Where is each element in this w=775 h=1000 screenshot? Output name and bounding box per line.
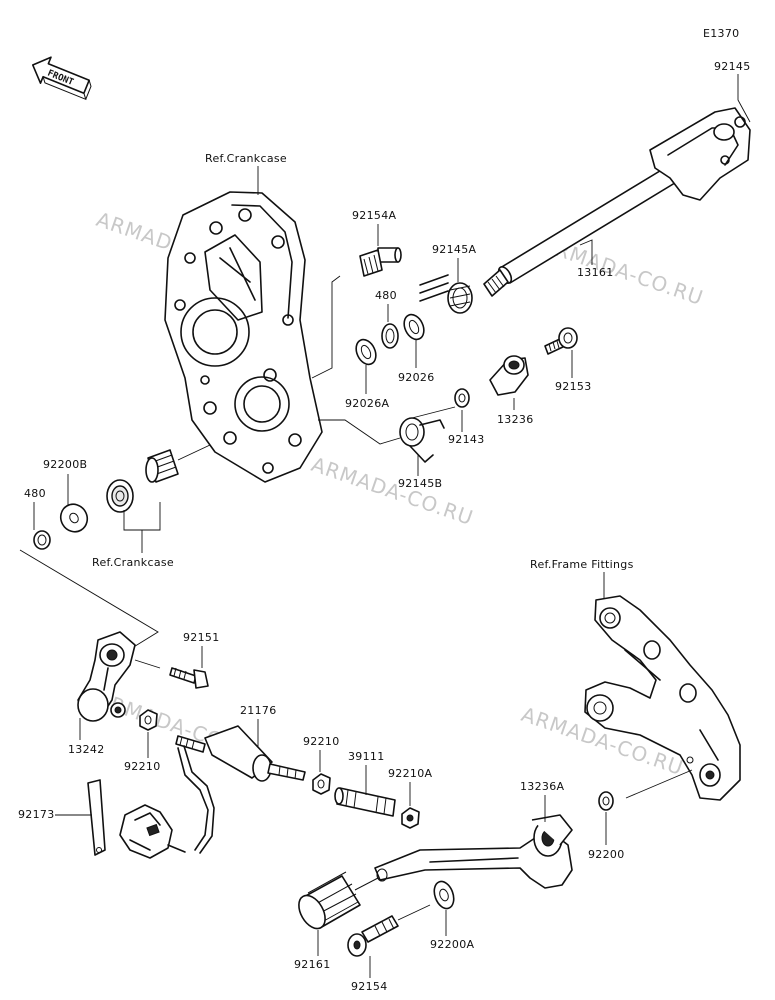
ring-480-top	[381, 323, 399, 349]
part-label-13242: 13242	[68, 743, 105, 756]
clamp-92173	[87, 779, 106, 856]
frame-fittings	[584, 595, 741, 801]
diagram-code: E1370	[703, 27, 739, 40]
shift-shaft	[483, 107, 751, 297]
washer-92200	[598, 791, 614, 811]
part-label-92151: 92151	[183, 631, 220, 644]
ref-crankcase-bottom: Ref.Crankcase	[92, 556, 174, 569]
part-label-13236: 13236	[497, 413, 534, 426]
sensor-21176	[119, 725, 306, 859]
rod-39111	[334, 787, 396, 817]
part-label-92210A: 92210A	[388, 767, 432, 780]
washer-92026A	[355, 338, 377, 366]
crankcase	[164, 191, 323, 483]
part-label-92173: 92173	[18, 808, 55, 821]
part-label-13161: 13161	[577, 266, 614, 279]
shift-pedal-13236A	[374, 814, 573, 889]
linkage-arm-13242	[77, 631, 136, 722]
part-label-480-top: 480	[375, 289, 397, 302]
ref-frame-fittings: Ref.Frame Fittings	[530, 558, 634, 571]
part-label-92210-left: 92210	[124, 760, 161, 773]
part-label-92145A: 92145A	[432, 243, 476, 256]
part-label-92026A: 92026A	[345, 397, 389, 410]
front-arrow-icon: FRONT	[31, 56, 92, 101]
part-label-92200: 92200	[588, 848, 625, 861]
bolt-92151	[169, 667, 209, 689]
part-label-39111: 39111	[348, 750, 385, 763]
nut-92210-left	[139, 709, 158, 731]
washer-92026	[403, 313, 425, 341]
part-label-92161: 92161	[294, 958, 331, 971]
oil-seal	[106, 479, 134, 513]
part-label-92154: 92154	[351, 980, 388, 993]
needle-bearing	[145, 449, 179, 483]
spring-92145B	[399, 406, 456, 463]
washer-92200B	[59, 503, 89, 533]
part-label-92200B: 92200B	[43, 458, 87, 471]
part-label-480-left: 480	[24, 487, 46, 500]
washer-92200A	[433, 880, 455, 910]
part-label-21176: 21176	[240, 704, 277, 717]
part-label-92200A: 92200A	[430, 938, 474, 951]
part-label-92143: 92143	[448, 433, 485, 446]
nut-92210A	[401, 807, 420, 829]
part-label-92210: 92210	[303, 735, 340, 748]
part-label-92154A: 92154A	[352, 209, 396, 222]
part-label-13236A: 13236A	[520, 780, 564, 793]
part-label-92026: 92026	[398, 371, 435, 384]
ref-crankcase-top: Ref.Crankcase	[205, 152, 287, 165]
rubber-92161	[298, 871, 379, 930]
bolt-92154	[347, 904, 431, 957]
pin-92154A	[359, 247, 402, 277]
watermark-3: ARMADA-CO.RU	[308, 452, 476, 530]
ring-480-left	[33, 530, 51, 550]
spring-92145A	[419, 274, 473, 314]
collar-92143	[454, 388, 470, 408]
part-label-92145B: 92145B	[398, 477, 442, 490]
nut-92210	[312, 773, 331, 795]
bolt-92153	[544, 327, 578, 355]
part-label-92153: 92153	[555, 380, 592, 393]
lever-13236	[489, 355, 529, 396]
part-label-92145: 92145	[714, 60, 751, 73]
